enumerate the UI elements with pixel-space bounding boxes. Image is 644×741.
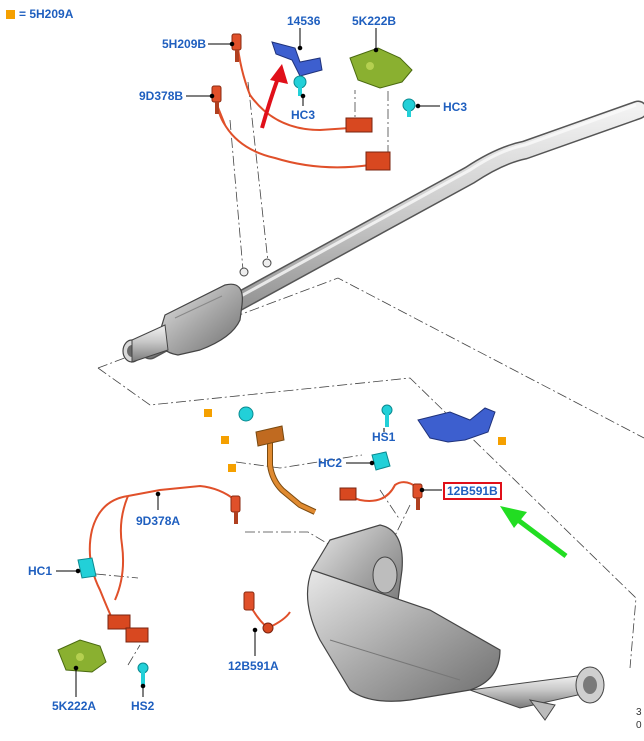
corner-ref-2: 0: [636, 720, 642, 731]
lower-catalytic-converter: [306, 524, 605, 721]
legend-marker: [6, 10, 15, 19]
sensor-12B591A: [243, 591, 274, 634]
label-5K222A: 5K222A: [52, 699, 97, 713]
label-5H209B: 5H209B: [162, 37, 207, 51]
label-hc2: HC2: [318, 456, 343, 470]
label-hc3-right: HC3: [443, 100, 468, 114]
corner-ref-1: 3: [636, 707, 642, 718]
sensor-9D378A: [230, 495, 241, 524]
label-hs2: HS2: [131, 699, 155, 713]
label-5K222B: 5K222B: [352, 14, 397, 28]
label-hs1: HS1: [372, 430, 396, 444]
clip-hc3-top: [293, 75, 416, 117]
bracket-5K222A: [57, 639, 107, 673]
leader-lines: [56, 28, 442, 697]
label-12B591A: 12B591A: [228, 659, 279, 673]
lower-harness-wires: [88, 481, 419, 630]
label-9D378B: 9D378B: [139, 89, 184, 103]
label-12B591B-highlighted: 12B591B: [443, 482, 502, 500]
bracket-5K222B: [349, 47, 413, 89]
upper-connectors: [345, 117, 391, 171]
label-hc3-left: HC3: [291, 108, 316, 122]
lower-connectors: [107, 487, 357, 643]
bracket-14536: [271, 41, 323, 77]
orange-markers: [204, 409, 506, 472]
upper-catalytic-converter: [122, 258, 272, 363]
clips-lower: [77, 404, 393, 686]
bracket-blue-lower: [417, 407, 496, 443]
label-9D378A: 9D378A: [136, 514, 181, 528]
curved-arrow-icon: [260, 64, 288, 129]
upper-exhaust-pipe: [140, 100, 644, 360]
label-14536: 14536: [287, 14, 321, 28]
pointer-arrow-icon: [500, 506, 568, 558]
sensor-pipe-orange: [255, 425, 317, 515]
label-hc1: HC1: [28, 564, 53, 578]
sensor-12B591B: [412, 483, 423, 510]
legend-label: = 5H209A: [19, 7, 74, 21]
